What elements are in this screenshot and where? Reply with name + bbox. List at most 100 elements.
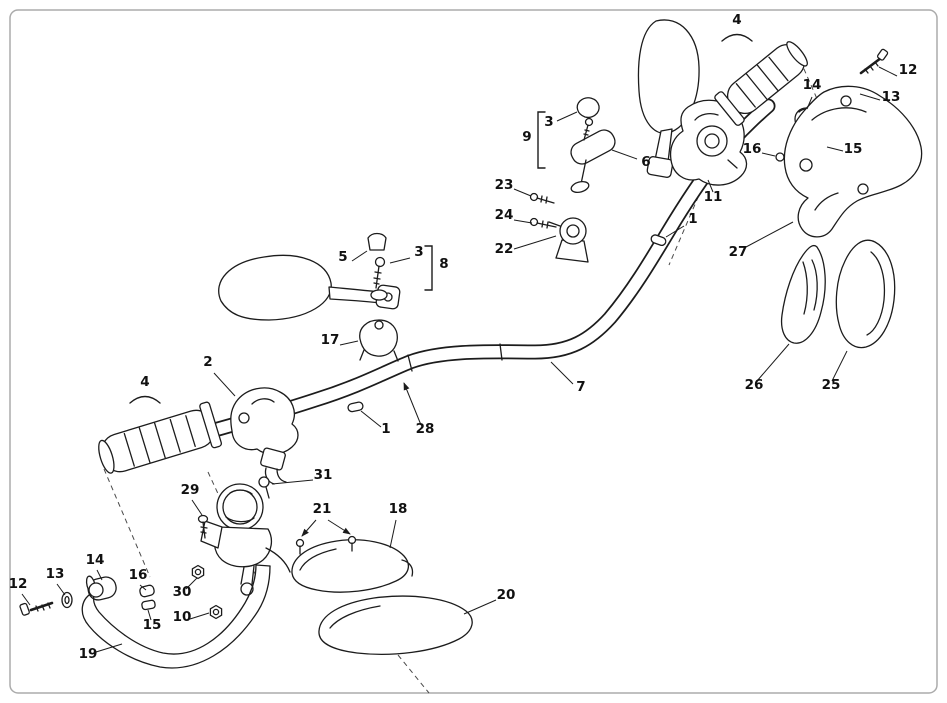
callout-number-22: 22 [495,241,514,257]
callout-leader-line [513,219,533,224]
callout-number-20: 20 [497,587,516,603]
callout-leader-line [301,519,317,537]
callout-leader-line [513,235,557,250]
callout-leader-line [463,599,497,615]
callout-leader-line [403,382,422,426]
turn-signal [570,129,616,194]
callout-number-31: 31 [314,467,333,483]
bar-riser-clamp [548,217,589,263]
callout-leader-line [859,93,881,101]
bar-end-cap [367,232,387,251]
callout-leader-line [185,577,198,590]
callout-number-5: 5 [338,249,347,265]
callout-leader-line [327,519,351,535]
callout-leader-line [761,152,776,157]
mirror-right [637,19,700,178]
alignment-dash-line [103,468,151,578]
callout-number-11: 11 [704,189,723,205]
nut-10 [209,604,223,620]
washer-13-left [61,591,73,609]
screw-12-right [859,48,889,75]
callout-leader-line [831,350,848,382]
callout-number-15: 15 [143,617,162,633]
callout-number-9: 9 [522,129,531,145]
callout-leader-line [826,146,844,152]
shield-screw-21b [347,535,357,552]
callout-number-19: 19 [79,646,98,662]
callout-number-1: 1 [688,211,697,227]
callout-number-29: 29 [181,482,200,498]
callout-leader-line [611,149,638,160]
callout-number-16: 16 [743,141,762,157]
callout-leader-line [665,225,685,238]
handguard-left [81,564,271,669]
callout-number-15: 15 [844,141,863,157]
callout-number-16: 16 [129,567,148,583]
cable-guide [359,319,399,362]
screw-12-left [19,601,54,616]
callout-leader-line [147,609,152,621]
callout-leader-line [550,361,574,385]
callout-leader-line [745,221,794,248]
callout-number-8: 8 [439,256,448,272]
callout-leader-line [139,584,147,591]
clamp-screw-lower [529,217,557,229]
callout-number-6: 6 [641,154,650,170]
grip-group-bracket [129,395,161,404]
callout-number-21: 21 [313,501,332,517]
handguard-shield-lower [318,595,473,655]
callout-leader-line [271,479,314,485]
callout-number-2: 2 [203,354,212,370]
callout-leader-line [213,372,236,397]
callout-number-3: 3 [544,114,553,130]
callout-number-23: 23 [495,177,514,193]
callout-leader-line [806,96,813,110]
callout-number-24: 24 [495,207,514,223]
cap-screw-left [370,256,388,301]
callout-number-1: 1 [381,421,390,437]
callout-number-28: 28 [416,421,435,437]
handguard-bracket-right [783,85,923,238]
figure-border [9,9,938,694]
shield-screw-21a [295,538,305,555]
callout-number-12: 12 [9,576,28,592]
clamp-screw-29 [197,514,209,539]
callout-number-4: 4 [732,12,741,28]
callout-number-7: 7 [576,379,585,395]
handguard-shield-upper [291,539,414,593]
callout-leader-line [360,410,382,428]
callout-leader-line [513,188,532,197]
grip-left [98,401,223,474]
callout-leader-line [351,250,368,262]
alignment-dash-line [397,654,430,694]
callout-leader-line [96,569,103,581]
switchgear-right [669,99,748,186]
callout-number-12: 12 [899,62,918,78]
callout-number-13: 13 [46,566,65,582]
callout-number-18: 18 [389,501,408,517]
callout-number-3: 3 [414,244,423,260]
callout-number-13: 13 [882,89,901,105]
grip-group-bracket [721,33,753,42]
handguard-spoiler-right [835,239,896,349]
callout-number-4: 4 [140,374,149,390]
mirror-left [218,254,401,321]
callout-leader-line [556,111,578,122]
callout-leader-line [56,583,66,596]
brake-master-cylinder [200,483,291,596]
grip-right [714,41,808,126]
callout-leader-line [389,257,411,264]
throttle-switch-housing [230,387,299,485]
cable-clip-right [650,234,667,247]
callout-number-14: 14 [86,552,105,568]
indicator-lens [576,97,600,141]
group-bracket [424,245,433,291]
callout-number-14: 14 [803,77,822,93]
callout-leader-line [756,343,790,382]
pin-15-left [141,599,156,611]
group-bracket [537,111,546,169]
callout-leader-line [339,340,359,346]
